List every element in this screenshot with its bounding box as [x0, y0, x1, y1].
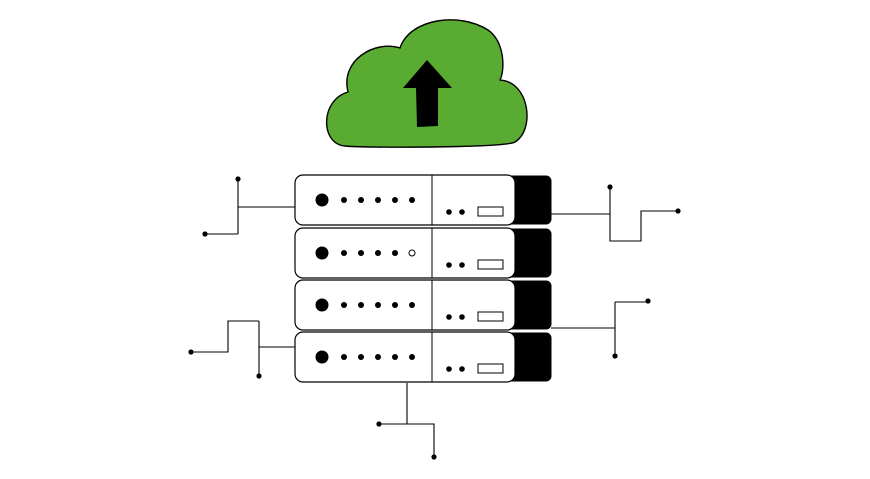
node-dot [675, 208, 681, 214]
node-dot [188, 349, 194, 355]
node-dot [612, 353, 618, 359]
port-dot [459, 366, 465, 372]
connector-left-top [205, 179, 296, 235]
status-led-on [375, 250, 381, 256]
status-led-on [358, 250, 364, 256]
status-led-on [375, 197, 381, 203]
connector-left-bottom [191, 320, 296, 376]
connector-right-bottom [551, 301, 648, 356]
server-unit [294, 227, 552, 279]
server-rack-icon [294, 174, 552, 383]
node-dot [235, 176, 241, 182]
status-led-on [358, 197, 364, 203]
status-led-off [408, 249, 416, 257]
status-led-on [392, 197, 398, 203]
server-unit [294, 279, 552, 331]
port-dot [446, 209, 452, 215]
status-led-on [358, 302, 364, 308]
status-led-on [409, 354, 415, 360]
drive-slot [477, 206, 504, 217]
network-connections [191, 179, 678, 457]
status-led-on [409, 302, 415, 308]
status-led-on [341, 197, 347, 203]
drive-slot [477, 311, 504, 322]
power-led [315, 350, 329, 364]
port-dot [446, 314, 452, 320]
power-led [315, 193, 329, 207]
node-dot [607, 184, 613, 190]
connector-right-top [551, 187, 678, 242]
power-led [315, 298, 329, 312]
port-dot [459, 314, 465, 320]
cloud-upload-icon [325, 19, 528, 148]
connection-nodes [188, 176, 681, 460]
status-led-on [392, 354, 398, 360]
port-dot [459, 262, 465, 268]
status-led-on [392, 302, 398, 308]
status-led-on [358, 354, 364, 360]
status-led-on [375, 302, 381, 308]
status-led-on [392, 250, 398, 256]
port-dot [446, 262, 452, 268]
port-dot [459, 209, 465, 215]
connector-bottom [379, 383, 435, 457]
power-led [315, 246, 329, 260]
node-dot [256, 373, 262, 379]
status-led-on [409, 197, 415, 203]
node-dot [202, 231, 208, 237]
arrow-up-icon [403, 60, 452, 127]
status-led-on [375, 354, 381, 360]
drive-slot [477, 363, 504, 374]
node-dot [645, 298, 651, 304]
drive-slot [477, 259, 504, 270]
server-unit [294, 331, 552, 383]
status-led-on [341, 250, 347, 256]
server-unit [294, 174, 552, 226]
port-dot [446, 366, 452, 372]
node-dot [376, 421, 382, 427]
node-dot [431, 454, 437, 460]
status-led-on [341, 302, 347, 308]
status-led-on [341, 354, 347, 360]
